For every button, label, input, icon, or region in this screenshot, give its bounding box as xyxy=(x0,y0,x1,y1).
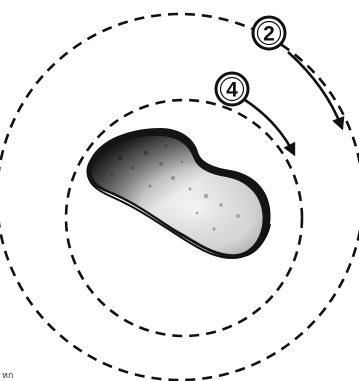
stone-illustration xyxy=(86,128,270,258)
inner-arrow xyxy=(245,100,294,154)
label-outer-text: 2 xyxy=(263,23,275,46)
label-badge-outer: 2 xyxy=(253,17,285,49)
outer-arrow xyxy=(288,52,342,128)
label-badge-inner: 4 xyxy=(216,73,248,105)
label-inner-text: 4 xyxy=(226,79,238,102)
corner-text: หก xyxy=(2,371,13,381)
